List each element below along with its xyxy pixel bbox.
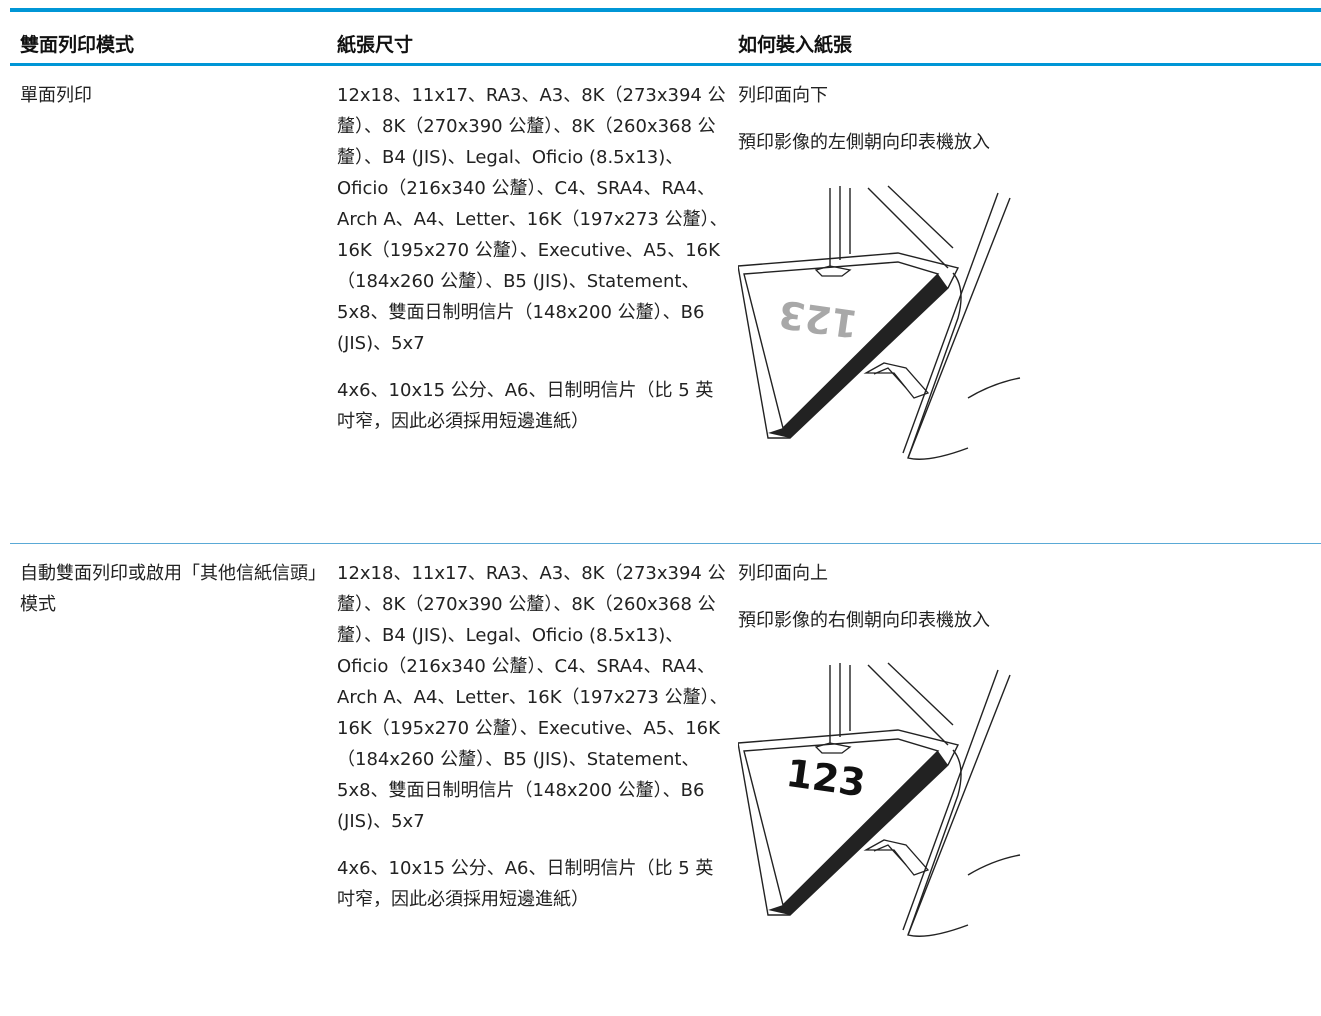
row2-mode-cell: 自動雙面列印或啟用「其他信紙信頭」模式	[20, 563, 317, 615]
column-header-how-to-load: 如何裝入紙張	[738, 34, 853, 56]
row1-sizes-cell: 12x18、11x17、RA3、A3、8K（273x394 公釐）、8K（270…	[337, 80, 729, 437]
row2-sizes-small: 4x6、10x15 公分、A6、日制明信片（比 5 英吋窄，因此必須採用短邊進紙…	[337, 858, 714, 910]
row2-orientation: 列印面向上	[738, 563, 828, 584]
row1-sizes-small: 4x6、10x15 公分、A6、日制明信片（比 5 英吋窄，因此必須採用短邊進紙…	[337, 380, 714, 432]
row2-sizes-main: 12x18、11x17、RA3、A3、8K（273x394 公釐）、8K（270…	[337, 563, 728, 832]
paper-label-123: 123	[776, 292, 861, 347]
row2-how-cell: 列印面向上 預印影像的右側朝向印表機放入	[738, 558, 1298, 636]
table-header-row: 雙面列印模式 紙張尺寸 如何裝入紙張	[10, 12, 1321, 64]
paper-guides	[814, 742, 930, 876]
tray-edge	[768, 751, 948, 915]
row1-mode-cell: 單面列印	[20, 85, 92, 106]
printer-tray-outline	[738, 185, 1021, 460]
row2-instruction: 預印影像的右側朝向印表機放入	[738, 610, 990, 631]
row2-tray-illustration-face-up: 123	[738, 662, 1021, 937]
row1-instruction: 預印影像的左側朝向印表機放入	[738, 132, 990, 153]
printer-tray-outline	[738, 662, 1021, 937]
paper-label-123: 123	[783, 751, 868, 806]
column-header-duplex-mode: 雙面列印模式	[20, 34, 135, 56]
row1-how-cell: 列印面向下 預印影像的左側朝向印表機放入	[738, 80, 1298, 158]
paper-guides	[814, 265, 930, 399]
column-header-paper-size: 紙張尺寸	[337, 34, 414, 56]
table-top-accent-bar	[10, 8, 1321, 12]
row2-sizes-cell: 12x18、11x17、RA3、A3、8K（273x394 公釐）、8K（270…	[337, 558, 729, 915]
row1-sizes-main: 12x18、11x17、RA3、A3、8K（273x394 公釐）、8K（270…	[337, 85, 728, 354]
tray-edge	[768, 274, 948, 438]
row1-tray-illustration-face-down: 123	[738, 185, 1021, 460]
row1-orientation: 列印面向下	[738, 85, 828, 106]
row-divider	[10, 543, 1321, 544]
header-divider	[10, 63, 1321, 66]
